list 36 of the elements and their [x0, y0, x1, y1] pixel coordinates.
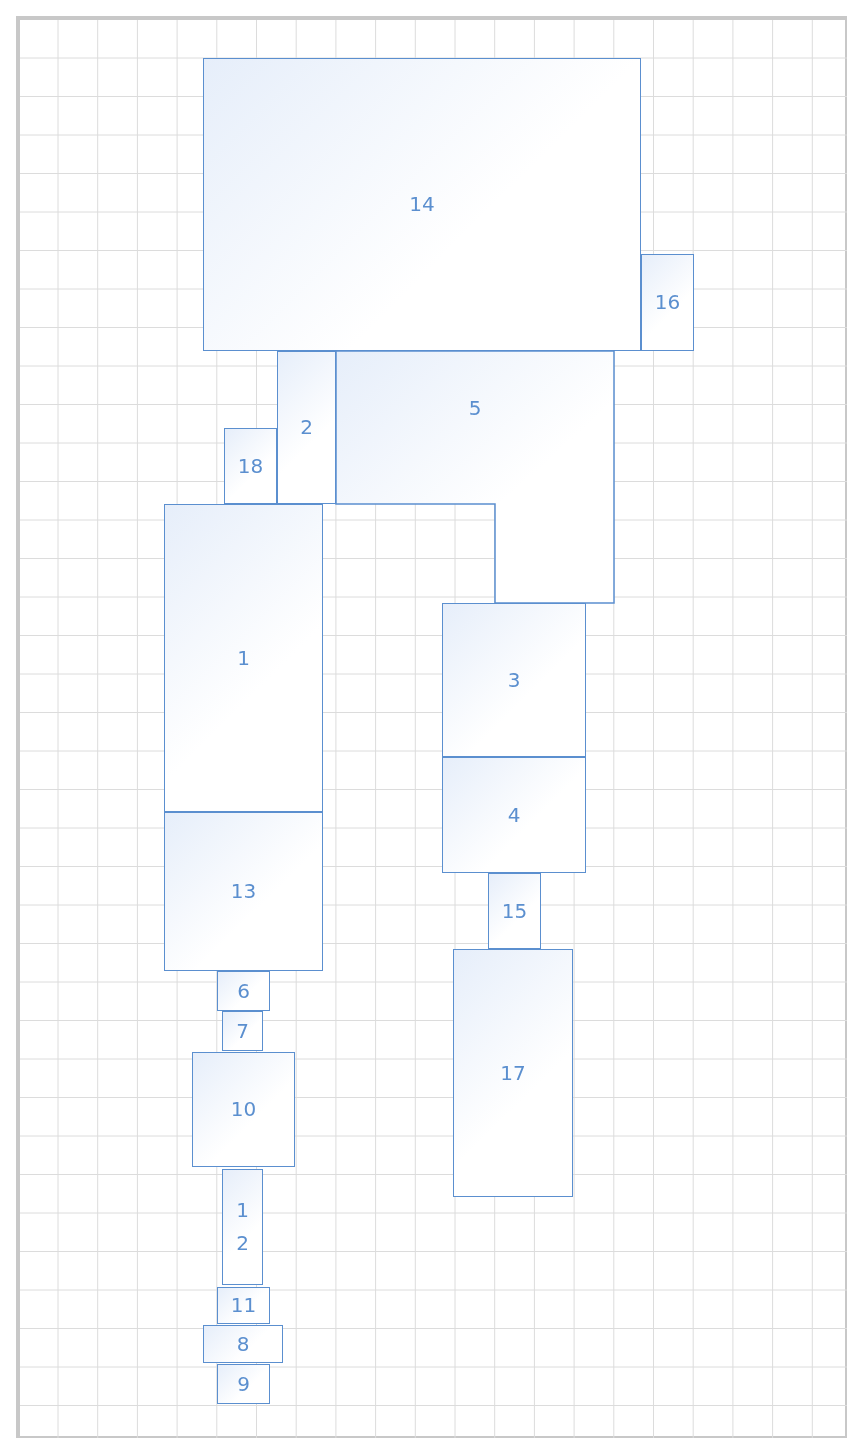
numbered-block [164, 812, 323, 971]
block-number: 17 [500, 1059, 526, 1087]
numbered-block [453, 949, 573, 1197]
numbered-block [277, 351, 336, 504]
numbered-block [192, 1052, 295, 1167]
numbered-block [641, 254, 694, 351]
block-number: 3 [507, 666, 521, 694]
block-number: 7 [235, 1017, 250, 1045]
block-number: 16 [654, 289, 681, 316]
block-number: 6 [237, 977, 250, 1005]
numbered-block [224, 428, 277, 504]
block-number: 10 [230, 1096, 257, 1123]
numbered-block [222, 1011, 263, 1051]
block-number: 9 [237, 1370, 250, 1398]
numbered-block [336, 351, 614, 603]
block-number: 2 [300, 414, 313, 441]
numbered-block [164, 504, 323, 812]
block-number: 4 [507, 801, 521, 829]
numbered-block [442, 603, 586, 757]
block-number: 1 [237, 644, 250, 672]
numbered-block [203, 58, 641, 351]
block-number: 5 [467, 395, 483, 422]
block-number: 18 [237, 452, 264, 480]
numbered-block [442, 757, 586, 873]
block-number: 12 [235, 1197, 250, 1257]
numbered-block [203, 1325, 283, 1363]
numbered-block [217, 1364, 270, 1404]
numbered-block [217, 1287, 270, 1324]
block-number: 13 [230, 878, 257, 905]
block-number: 11 [230, 1292, 257, 1319]
block-number: 8 [236, 1330, 250, 1358]
numbered-block [488, 873, 541, 949]
block-number: 14 [409, 191, 435, 218]
numbered-block [217, 971, 270, 1011]
numbered-block [222, 1169, 263, 1285]
block-number: 15 [501, 897, 528, 925]
